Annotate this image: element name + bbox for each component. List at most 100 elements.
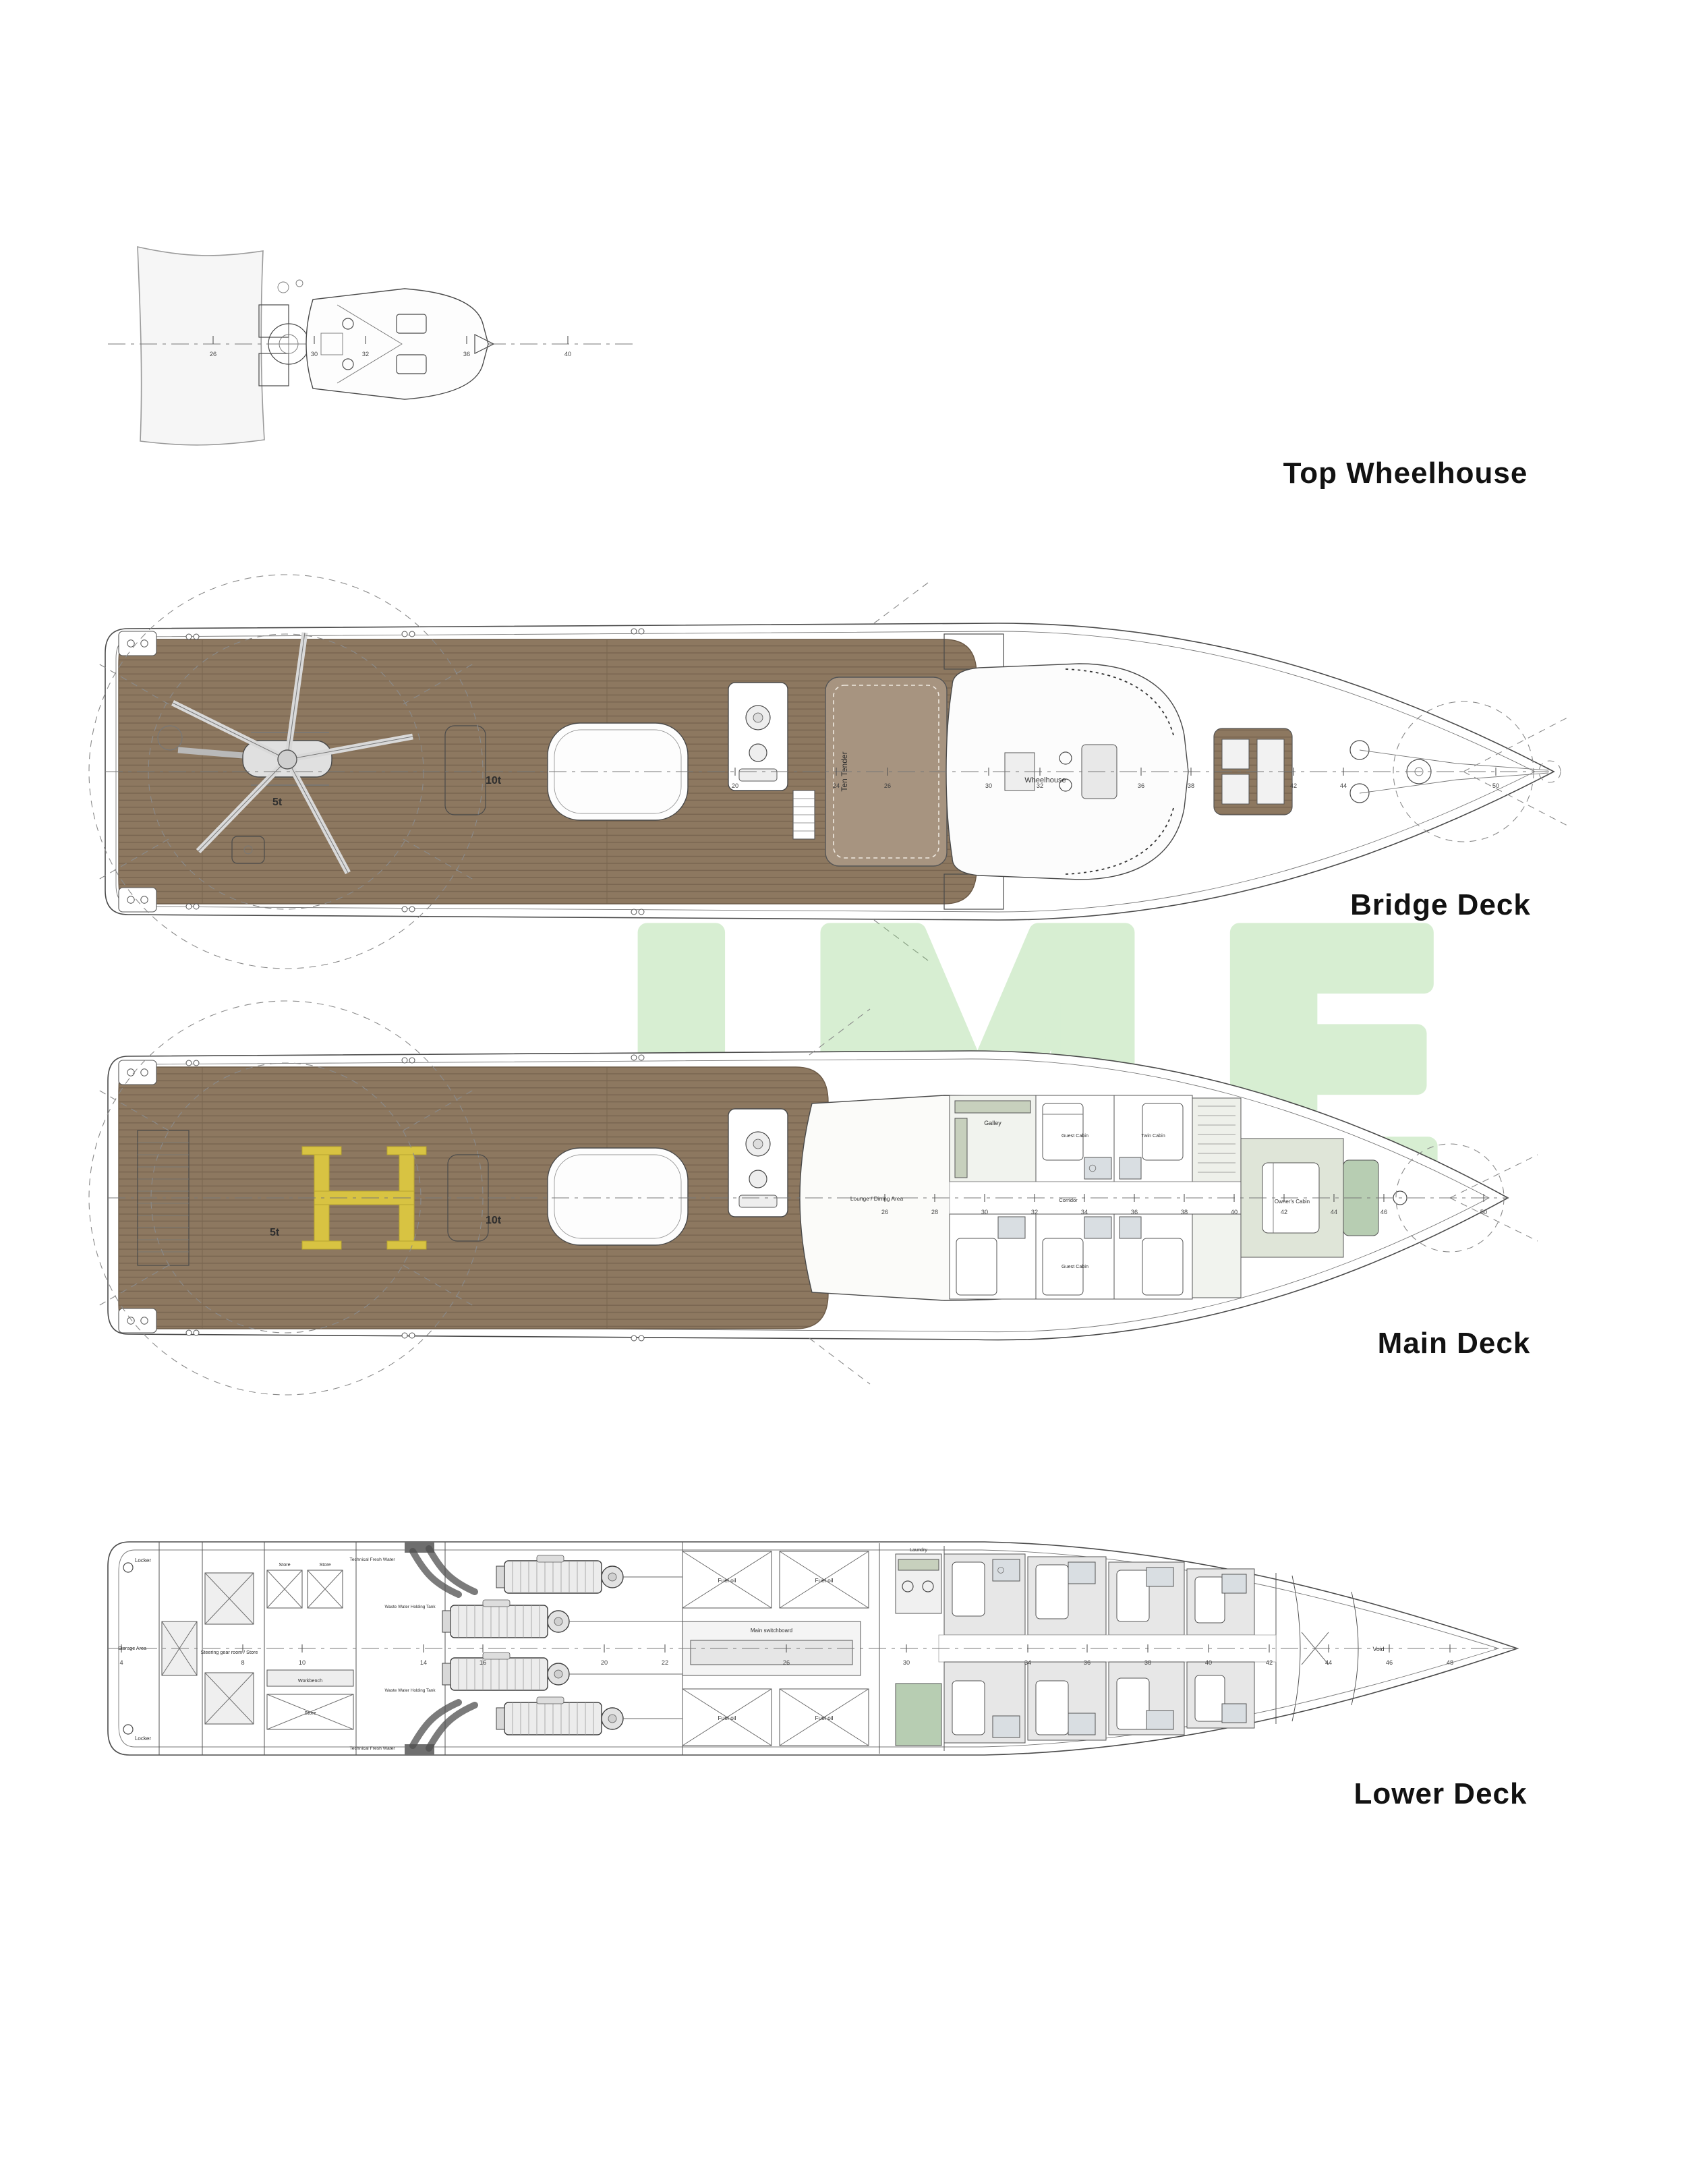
- bathroom-pod: [1084, 1216, 1112, 1239]
- mast-equipment: [1221, 774, 1250, 805]
- aft-stairs-rungs: [138, 1142, 189, 1253]
- rotor-blade-edges: [172, 632, 413, 873]
- stay-lines: [809, 1008, 871, 1385]
- bed: [1116, 1570, 1150, 1622]
- bed: [1116, 1677, 1150, 1730]
- console-box: [396, 354, 427, 374]
- helm-seat: [1059, 778, 1072, 792]
- stair-rungs: [1198, 1105, 1236, 1173]
- room-label-store-2: Store: [319, 1561, 330, 1568]
- stairwell: [1192, 1097, 1242, 1182]
- frame-number: 46: [1386, 1659, 1393, 1666]
- mooring-station: [118, 1308, 157, 1333]
- frame-number: 40: [564, 351, 571, 357]
- bed: [1142, 1103, 1184, 1161]
- frame-number: 10: [299, 1659, 306, 1666]
- helm-seat: [1059, 751, 1072, 765]
- bridge-deck-plan: Ten Tender Wheelhouse: [88, 574, 1568, 969]
- skylight: [547, 1147, 689, 1246]
- frame-number: 44: [1325, 1659, 1332, 1666]
- crew-cabins-bottom: [943, 1661, 1255, 1744]
- awning-outline: [137, 246, 265, 446]
- bed: [1035, 1564, 1069, 1619]
- room-label-galley: Galley: [984, 1120, 1001, 1126]
- bed: [952, 1561, 985, 1617]
- galley-counter: [954, 1118, 968, 1178]
- crane-swl-label: 10t: [486, 1215, 502, 1226]
- frame-number: 26: [783, 1659, 790, 1666]
- bathroom-pod: [1146, 1567, 1174, 1587]
- frame-number: 46: [1380, 1209, 1387, 1215]
- bathroom-pod: [1221, 1574, 1247, 1594]
- frame-number: 24: [833, 782, 840, 789]
- frame-number: 36: [1131, 1209, 1138, 1215]
- mooring-station: [118, 887, 157, 913]
- frame-number: 30: [903, 1659, 910, 1666]
- windlass: [1349, 740, 1370, 760]
- bathroom-pod: [1084, 1157, 1112, 1180]
- frame-number: 40: [1205, 1659, 1212, 1666]
- frame-number: 34: [1024, 1659, 1031, 1666]
- bow-clearance-lines: [1449, 1154, 1538, 1242]
- pantry: [1192, 1213, 1242, 1298]
- helipad-rotor-circle: [150, 1062, 422, 1333]
- frame-number: 32: [1031, 1209, 1038, 1215]
- switchboard-panel: [690, 1640, 853, 1665]
- tank-label-fuel-1: Fuel oil: [718, 1577, 736, 1584]
- wheelhouse-label: Wheelhouse: [1024, 776, 1066, 784]
- frame-number: 20: [732, 782, 738, 789]
- anchor-chain-lines: [1359, 749, 1549, 794]
- fuel-tanks: [682, 1551, 869, 1746]
- room-label-tech-fresh-top: Technical Fresh Water: [349, 1557, 395, 1562]
- helipad-clearance-circle: [88, 574, 484, 969]
- wheelhouse-windows: [1065, 668, 1174, 736]
- room-label-locker-bottom: Locker: [135, 1735, 151, 1742]
- top-wheelhouse-title: Top Wheelhouse: [1283, 457, 1528, 490]
- main-engines: [442, 1555, 682, 1735]
- frame-number: 44: [1331, 1209, 1337, 1215]
- frame-number: 36: [1138, 782, 1144, 789]
- mast-crosshair: [268, 324, 309, 364]
- frame-number: 26: [884, 782, 891, 789]
- room-label-waste-top: Waste Water Holding Tank: [384, 1605, 436, 1609]
- room-label-corridor: Corridor: [1059, 1197, 1078, 1203]
- frame-number: 50: [1492, 782, 1499, 789]
- frame-number: 38: [1181, 1209, 1188, 1215]
- frame-number: 38: [1188, 782, 1194, 789]
- store-x: [266, 1570, 303, 1609]
- exhaust-pipes: [409, 1545, 478, 1752]
- frame-number: 36: [463, 351, 470, 357]
- bathroom-pod: [1068, 1713, 1096, 1735]
- frame-number: 36: [1084, 1659, 1091, 1666]
- laundry-counter: [898, 1559, 939, 1571]
- frame-number: 8: [241, 1659, 244, 1666]
- bed: [1194, 1576, 1225, 1623]
- frame-number: 50: [1480, 1209, 1487, 1215]
- rotor-hub: [277, 749, 297, 770]
- antenna-circle: [295, 279, 303, 287]
- bow-clearance-lines: [1463, 717, 1568, 826]
- frame-number: 14: [420, 1659, 427, 1666]
- frame-number: 26: [210, 351, 216, 357]
- mast-equipment: [1221, 739, 1250, 770]
- tank-label-fuel-3: Fuel oil: [718, 1715, 736, 1721]
- tender-crane: [728, 1108, 788, 1217]
- room-label-twin-top: Twin Cabin: [1141, 1132, 1165, 1139]
- green-room: [895, 1683, 942, 1746]
- bathroom-pod: [1221, 1703, 1247, 1723]
- room-label-locker-top: Locker: [135, 1557, 151, 1563]
- frame-number: 4: [119, 1659, 123, 1666]
- frame-number: 28: [931, 1209, 938, 1215]
- frame-number: 38: [1144, 1659, 1151, 1666]
- bed: [1042, 1238, 1084, 1296]
- room-label-lounge: Lounge / Dining Area: [850, 1195, 904, 1202]
- bathroom-pod: [1119, 1216, 1142, 1239]
- equipment-box: [258, 304, 289, 338]
- room-label-workbench: Workbench: [298, 1677, 322, 1684]
- crane-swl-label: 10t: [486, 775, 502, 786]
- helipad-swl-label: 5t: [270, 1227, 280, 1238]
- bed: [1142, 1238, 1184, 1296]
